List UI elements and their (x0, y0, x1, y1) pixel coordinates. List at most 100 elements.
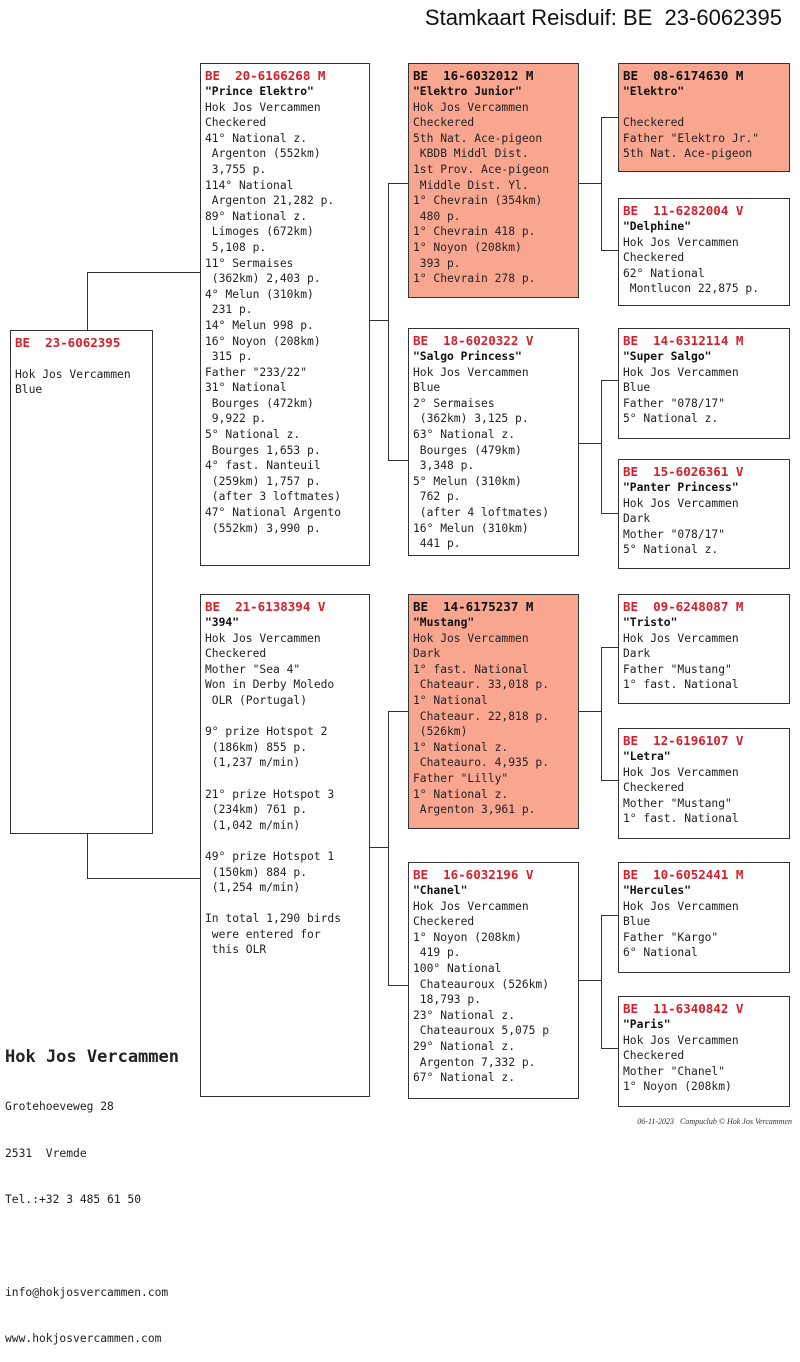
info-line: (259km) 1,757 p. (205, 474, 321, 488)
connector (579, 980, 601, 981)
info-line: KBDB Middl Dist. (413, 147, 529, 161)
info-line (205, 709, 365, 725)
ring-number: BE 16-6032012 M (413, 68, 534, 83)
pigeon-card-fmm: BE 15-6026361 V"Panter Princess"Hok Jos … (618, 459, 790, 569)
pigeon-card-ffm: BE 11-6282004 V"Delphine"Hok Jos Vercamm… (618, 198, 790, 306)
connector (388, 711, 389, 986)
info-line: Hok Jos Vercammen (413, 365, 529, 379)
info-line: 6° National (623, 946, 698, 960)
info-line: Checkered (205, 647, 267, 661)
connector (601, 1048, 618, 1049)
info-line: 1st Prov. Ace-pigeon (413, 162, 550, 176)
info-line: Won in Derby Moledo (205, 678, 335, 692)
pigeon-name: "Elektro Junior" (413, 85, 522, 98)
info-line: 1° National z. (413, 740, 509, 754)
pigeon-card-mmf: BE 10-6052441 M "Hercules" Hok Jos Vercamm… (618, 862, 790, 973)
info-line: Checkered (205, 116, 267, 130)
info-line: Hok Jos Vercammen (413, 899, 529, 913)
pigeon-card-father: BE 20-6166268 M"Prince Elektro"Hok Jos V… (200, 63, 370, 566)
info-line: 5° National z. (623, 543, 719, 557)
info-line: 4° fast. Nanteuil (205, 459, 321, 473)
info-line: 9° prize Hotspot 2 (205, 725, 328, 739)
pigeon-name: "Hercules" (623, 884, 692, 897)
info-line: 14° Melun 998 p. (205, 318, 314, 332)
info-line: Hok Jos Vercammen (413, 631, 529, 645)
pigeon-card-mother-mother: BE 16-6032196 V "Chanel" Hok Jos Vercammen… (408, 862, 579, 1099)
connector (370, 847, 388, 848)
pigeon-card-mff: BE 09-6248087 M"Tristo"Hok Jos Vercammen… (618, 594, 790, 704)
info-line: Checkered (623, 781, 685, 795)
info-line: 3,348 p. (413, 459, 475, 473)
ring-number: BE 10-6052441 M (623, 867, 744, 882)
website-link[interactable]: www.hokjosvercammen.com (5, 1332, 162, 1345)
info-line: Hok Jos Vercammen (205, 100, 321, 114)
pigeon-card-mother-father: BE 14-6175237 M "Mustang" Hok Jos Vercamme… (408, 594, 579, 829)
info-line: 480 p. (413, 209, 461, 223)
info-line: (1,042 m/min) (205, 818, 301, 832)
ring-number: BE 14-6175237 M (413, 599, 534, 614)
info-line: Bourges (472km) (205, 396, 314, 410)
email-link[interactable]: info@hokjosvercammen.com (5, 1285, 169, 1299)
pigeon-name: "Chanel" (413, 884, 468, 897)
info-line: Hok Jos Vercammen (623, 899, 739, 913)
info-line: (186km) 855 p. (205, 740, 308, 754)
info-line: Mother "Mustang" (623, 796, 732, 810)
info-line: Chateaur. 33,018 p. (413, 678, 550, 692)
info-line: (after 3 loftmates) (205, 490, 342, 504)
info-line: (526km) (413, 725, 468, 739)
info-line: Hok Jos Vercammen (205, 631, 321, 645)
ring-number: BE 20-6166268 M (205, 68, 326, 83)
connector (388, 183, 389, 461)
info-line: 4° Melun (310km) (205, 287, 314, 301)
info-line: Blue (15, 383, 43, 397)
info-line: 18,793 p. (413, 993, 482, 1007)
pigeon-card-fmf: BE 14-6312114 M"Super Salgo"Hok Jos Verc… (618, 328, 790, 439)
ring-number: BE 16-6032196 V (413, 867, 534, 882)
info-line: Hok Jos Vercammen (413, 100, 529, 114)
info-line: 1° fast. National (623, 678, 739, 692)
connector (601, 647, 602, 781)
pigeon-card-father-father: BE 16-6032012 M "Elektro Junior" Hok Jos V… (408, 63, 579, 298)
info-line: 1° fast. National (413, 662, 529, 676)
info-line: 231 p. (205, 303, 253, 317)
info-line (623, 100, 785, 116)
info-line: 1° Noyon (208km) (623, 1080, 732, 1094)
info-line: 315 p. (205, 350, 253, 364)
info-line: Checkered (413, 116, 475, 130)
info-line: 23° National z. (413, 1008, 516, 1022)
info-line: 29° National z. (413, 1039, 516, 1053)
address: Grotehoeveweg 28 (5, 1100, 114, 1113)
info-line: Hok Jos Vercammen (623, 365, 739, 379)
pigeon-name: "Paris" (623, 1018, 671, 1031)
connector (601, 513, 618, 514)
ring-number: BE 23-6062395 (15, 335, 121, 350)
info-line: Checkered (623, 1049, 685, 1063)
info-line: In total 1,290 birds (205, 912, 342, 926)
info-line: Hok Jos Vercammen (623, 496, 739, 510)
info-line: (234km) 761 p. (205, 803, 308, 817)
pigeon-name: "Mustang" (413, 616, 475, 629)
info-line: Father "Lilly" (413, 771, 509, 785)
connector (87, 834, 88, 879)
connector (601, 250, 618, 251)
connector (388, 985, 408, 986)
ring-number: BE 11-6340842 V (623, 1001, 744, 1016)
info-line (15, 351, 148, 367)
phone: Tel.:+32 3 485 61 50 (5, 1193, 142, 1206)
info-line: 89° National z. (205, 209, 308, 223)
info-line: Blue (623, 381, 651, 395)
info-line: 1° Chevrain 278 p. (413, 272, 536, 286)
info-line: 1° National (413, 693, 488, 707)
info-line: 441 p. (413, 537, 461, 551)
info-line: Argenton (552km) (205, 147, 321, 161)
info-line (205, 771, 365, 787)
connector (579, 443, 601, 444)
info-line: 1° Chevrain 418 p. (413, 225, 536, 239)
ring-number: BE 18-6020322 V (413, 333, 534, 348)
info-line: Father "Mustang" (623, 662, 732, 676)
info-line: Middle Dist. Yl. (413, 178, 529, 192)
info-line: 16° Noyon (208km) (205, 334, 321, 348)
connector (601, 380, 618, 381)
